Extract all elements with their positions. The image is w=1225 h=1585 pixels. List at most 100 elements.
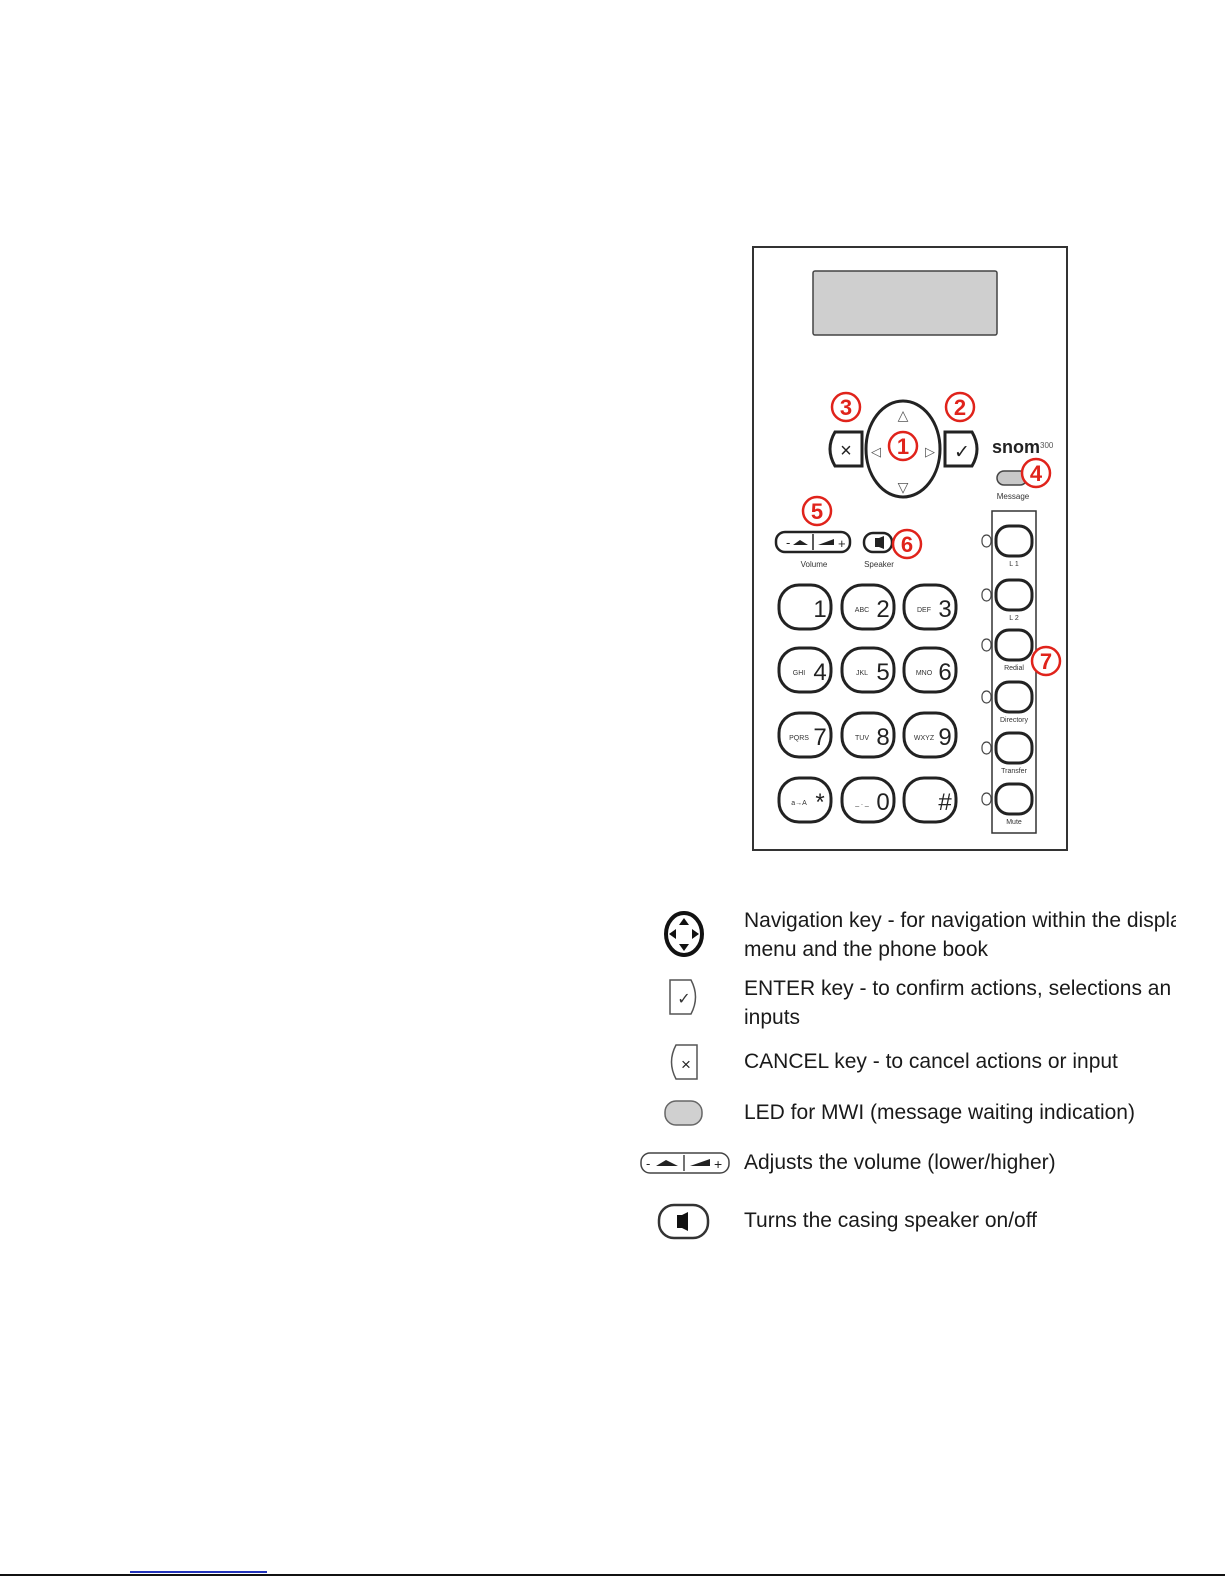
keypad-key-digit: 1 bbox=[813, 596, 826, 623]
footer-rule bbox=[0, 1574, 1225, 1576]
keypad-key: 5 JKL bbox=[840, 646, 896, 694]
function-key-led bbox=[981, 534, 992, 548]
keypad-key: 8 TUV bbox=[840, 711, 896, 759]
callout-number: 3 bbox=[840, 395, 852, 420]
svg-text:△: △ bbox=[898, 407, 909, 423]
function-key-strip bbox=[991, 510, 1037, 834]
enter-key-description: ENTER key - to confirm actions, selectio… bbox=[744, 974, 1176, 1032]
function-key-label: L 1 bbox=[1009, 561, 1019, 568]
navigation-key-description-line2: menu and the phone book bbox=[744, 938, 989, 961]
function-key: Transfer bbox=[981, 731, 1034, 775]
svg-text:◁: ◁ bbox=[871, 444, 881, 459]
function-key: Redial bbox=[981, 628, 1034, 672]
keypad-key-digit: 4 bbox=[813, 659, 826, 686]
keypad-key-letters: DEF bbox=[917, 607, 931, 614]
callout-number: 6 bbox=[901, 532, 913, 557]
callout-5: 5 bbox=[801, 495, 833, 527]
enter-key-description-line1: ENTER key - to confirm actions, selectio… bbox=[744, 977, 1172, 1000]
svg-text:+: + bbox=[838, 536, 846, 551]
callout-number: 5 bbox=[811, 499, 823, 524]
model-number: 300 bbox=[1040, 441, 1054, 450]
svg-text:▷: ▷ bbox=[925, 444, 935, 459]
led-icon bbox=[664, 1100, 703, 1126]
cancel-key-description: CANCEL key - to cancel actions or input bbox=[744, 1050, 1118, 1073]
callout-2: 2 bbox=[944, 391, 976, 423]
volume-key-description: Adjusts the volume (lower/higher) bbox=[744, 1151, 1056, 1174]
enter-key-icon: ✓ bbox=[669, 979, 697, 1015]
navigation-key-description-line1: Navigation key - for navigation within t… bbox=[744, 909, 1176, 932]
message-label: Message bbox=[997, 492, 1030, 501]
volume-key-icon: - + bbox=[640, 1152, 730, 1174]
keypad-key-digit: 8 bbox=[876, 724, 889, 751]
led-description: LED for MWI (message waiting indication) bbox=[744, 1101, 1135, 1124]
function-key-label: L 2 bbox=[1009, 615, 1019, 622]
navigation-key-icon bbox=[664, 911, 704, 957]
enter-key-description-line2: inputs bbox=[744, 1006, 801, 1029]
keypad-key-digit: 7 bbox=[813, 724, 826, 751]
keypad-key-digit: 5 bbox=[876, 659, 889, 686]
speaker-key-icon bbox=[657, 1203, 710, 1240]
svg-text:×: × bbox=[840, 440, 852, 462]
function-key-led bbox=[981, 638, 992, 652]
keypad-key-letters: PQRS bbox=[789, 735, 809, 742]
keypad-key-digit: 6 bbox=[938, 659, 951, 686]
svg-text:×: × bbox=[681, 1055, 691, 1074]
keypad-key: 1 bbox=[777, 583, 833, 631]
keypad-key: 0_ . _ bbox=[840, 776, 896, 824]
svg-text:▽: ▽ bbox=[898, 479, 909, 495]
cancel-key: × bbox=[828, 430, 864, 468]
brand-logo: snom bbox=[992, 437, 1040, 457]
keypad-key-digit: 0 bbox=[876, 789, 889, 816]
keypad-key-letters: WXYZ bbox=[914, 735, 935, 742]
svg-text:+: + bbox=[714, 1156, 722, 1172]
callout-number: 2 bbox=[954, 395, 966, 420]
callout-7: 7 bbox=[1030, 645, 1062, 677]
keypad-key-digit: 9 bbox=[938, 724, 951, 751]
phone-display bbox=[812, 270, 998, 336]
callout-number: 4 bbox=[1030, 461, 1043, 486]
function-key: L 2 bbox=[981, 578, 1034, 622]
svg-text:✓: ✓ bbox=[954, 442, 970, 463]
keypad-key-letters: ABC bbox=[855, 607, 869, 614]
function-key-label: Directory bbox=[1000, 717, 1029, 724]
function-key: Mute bbox=[981, 782, 1034, 826]
function-key-led bbox=[981, 792, 992, 806]
speaker-key bbox=[862, 531, 894, 554]
callout-4: 4 bbox=[1020, 457, 1052, 489]
function-key-label: Transfer bbox=[1001, 768, 1027, 775]
volume-label: Volume bbox=[801, 560, 828, 569]
svg-text:✓: ✓ bbox=[677, 991, 690, 1008]
svg-text:-: - bbox=[646, 1156, 650, 1171]
function-key-led bbox=[981, 690, 992, 704]
speaker-key-description: Turns the casing speaker on/off bbox=[744, 1209, 1038, 1232]
keypad-key: * a→A bbox=[777, 776, 833, 824]
keypad-key-letters: GHI bbox=[793, 670, 806, 677]
callout-3: 3 bbox=[830, 391, 862, 423]
keypad-key-digit: * bbox=[815, 789, 824, 816]
keypad-key: # bbox=[902, 776, 958, 824]
navigation-key-description: Navigation key - for navigation within t… bbox=[744, 906, 1176, 964]
keypad-key-letters: TUV bbox=[855, 735, 869, 742]
callout-6: 6 bbox=[891, 528, 923, 560]
cancel-key-icon: × bbox=[670, 1044, 698, 1080]
keypad-key: 4 GHI bbox=[777, 646, 833, 694]
callout-number: 1 bbox=[897, 434, 909, 459]
keypad-key-letters: a→A bbox=[791, 800, 807, 807]
keypad-key-letters: JKL bbox=[856, 670, 868, 677]
speaker-label: Speaker bbox=[864, 560, 894, 569]
callout-1: 1 bbox=[887, 430, 919, 462]
callouts: 1 2 3 4 5 6 7 bbox=[801, 391, 1062, 677]
keypad-key: 3 DEF bbox=[902, 583, 958, 631]
function-key-led bbox=[981, 741, 992, 755]
function-key: Directory bbox=[981, 680, 1034, 724]
keypad-key: 7 PQRS bbox=[777, 711, 833, 759]
footer-link-underline bbox=[130, 1571, 267, 1573]
keypad-key-digit: 3 bbox=[938, 596, 951, 623]
volume-key: - + bbox=[774, 530, 852, 554]
function-key-label: Redial bbox=[1004, 665, 1024, 672]
